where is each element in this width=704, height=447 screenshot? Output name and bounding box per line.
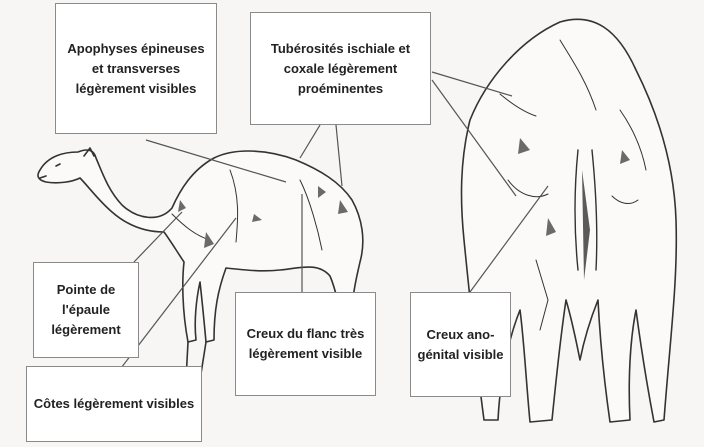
label-creux-flanc-text: Creux du flanc très légèrement visible <box>242 324 369 364</box>
label-apophyses-text: Apophyses épineuses et transverses légèr… <box>62 39 210 99</box>
label-apophyses: Apophyses épineuses et transverses légèr… <box>55 3 217 134</box>
line-tuberosite-coxale <box>300 125 320 158</box>
label-creux-ano-text: Creux ano-génital visible <box>417 325 504 365</box>
label-tuberosites: Tubérosités ischiale et coxale légèremen… <box>250 12 431 125</box>
line-tuberosite-ischiale <box>336 125 342 186</box>
label-pointe-epaule-text: Pointe de l'épaule légèrement <box>40 280 132 340</box>
label-cotes-text: Côtes légèrement visibles <box>34 394 194 414</box>
label-pointe-epaule: Pointe de l'épaule légèrement <box>33 262 139 358</box>
label-cotes: Côtes légèrement visibles <box>26 366 202 442</box>
label-tuberosites-text: Tubérosités ischiale et coxale légèremen… <box>257 39 424 99</box>
label-creux-flanc: Creux du flanc très légèrement visible <box>235 292 376 396</box>
label-creux-ano-genital: Creux ano-génital visible <box>410 292 511 397</box>
